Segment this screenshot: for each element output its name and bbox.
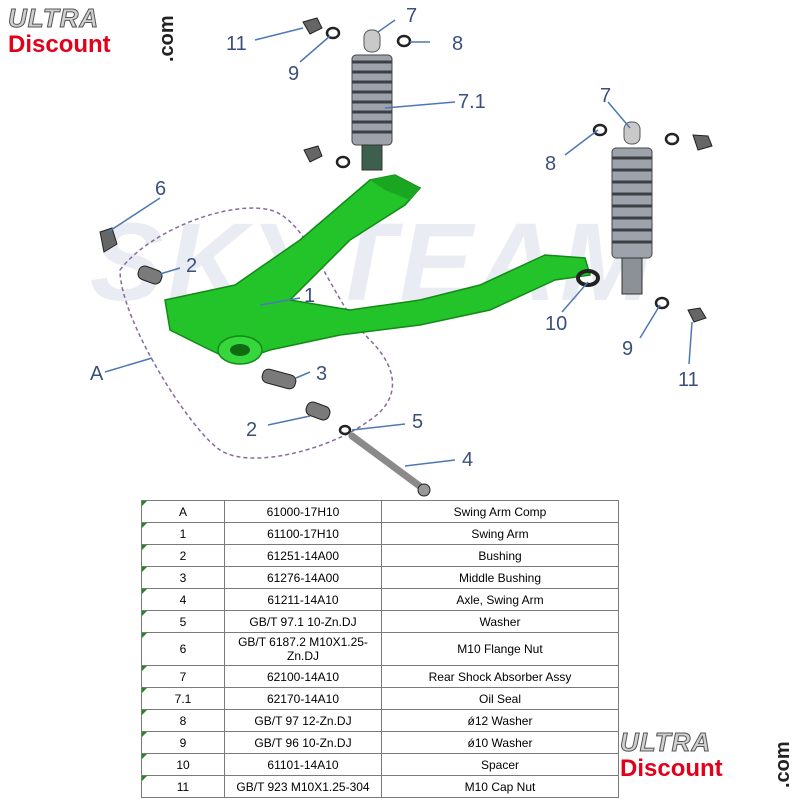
callout-9-right: 9 (622, 338, 633, 360)
ref-cell: 6 (141, 632, 225, 666)
description-cell: M10 Cap Nut (381, 775, 619, 798)
table-row: 9 GB/T 96 10-Zn.DJ ǿ10 Washer (141, 731, 619, 754)
callout-5: 5 (412, 411, 423, 433)
description-cell: Swing Arm Comp (381, 500, 619, 523)
part-number-cell: 61100-17H10 (224, 522, 382, 545)
parts-list-table: A 61000-17H10 Swing Arm Comp 1 61100-17H… (141, 500, 619, 798)
table-row: 6 GB/T 6187.2 M10X1.25-Zn.DJ M10 Flange … (141, 632, 619, 666)
ultra-discount-logo-bottom: ULTRA Discount .com (620, 727, 795, 792)
table-row: 11 GB/T 923 M10X1.25-304 M10 Cap Nut (141, 775, 619, 798)
part-number-cell: 61276-14A00 (224, 566, 382, 589)
ref-cell: 8 (141, 709, 225, 732)
description-cell: ǿ10 Washer (381, 731, 619, 754)
description-cell: Washer (381, 610, 619, 633)
part-number-cell: 62170-14A10 (224, 687, 382, 710)
callout-7-1: 7.1 (458, 91, 486, 113)
table-row: 2 61251-14A00 Bushing (141, 544, 619, 567)
description-cell: Oil Seal (381, 687, 619, 710)
description-cell: Swing Arm (381, 522, 619, 545)
callout-a: A (90, 363, 104, 385)
logo-ultra-text: ULTRA (8, 3, 100, 33)
ref-cell: 5 (141, 610, 225, 633)
table-row: A 61000-17H10 Swing Arm Comp (141, 500, 619, 523)
ref-cell: A (141, 500, 225, 523)
description-cell: Middle Bushing (381, 566, 619, 589)
part-number-cell: GB/T 923 M10X1.25-304 (224, 775, 382, 798)
table-row: 10 61101-14A10 Spacer (141, 753, 619, 776)
ref-cell: 2 (141, 544, 225, 567)
swing-arm-part (164, 174, 591, 365)
callout-11-top: 11 (226, 33, 247, 55)
swing-arm-exploded-diagram: SKYTEAM (90, 5, 713, 497)
part-number-cell: GB/T 6187.2 M10X1.25-Zn.DJ (224, 632, 382, 666)
logo-ultra-text: ULTRA (620, 727, 712, 757)
hardware-parts (99, 17, 713, 497)
part-number-cell: 61101-14A10 (224, 753, 382, 776)
ref-cell: 7 (141, 665, 225, 688)
table-row: 1 61100-17H10 Swing Arm (141, 522, 619, 545)
callout-7-right: 7 (600, 85, 611, 107)
description-cell: Spacer (381, 753, 619, 776)
description-cell: ǿ12 Washer (381, 709, 619, 732)
logo-com-text: .com (772, 741, 794, 788)
part-number-cell: 61211-14A10 (224, 588, 382, 611)
table-row: 5 GB/T 97.1 10-Zn.DJ Washer (141, 610, 619, 633)
logo-discount-text: Discount (8, 31, 111, 58)
callout-8-top: 8 (452, 33, 463, 55)
ref-cell: 7.1 (141, 687, 225, 710)
callout-7-left: 7 (406, 5, 417, 27)
description-cell: Bushing (381, 544, 619, 567)
part-number-cell: GB/T 97 12-Zn.DJ (224, 709, 382, 732)
table-row: 4 61211-14A10 Axle, Swing Arm (141, 588, 619, 611)
callout-1: 1 (304, 285, 315, 307)
part-number-cell: GB/T 96 10-Zn.DJ (224, 731, 382, 754)
callout-2-lower: 2 (246, 419, 257, 441)
description-cell: Axle, Swing Arm (381, 588, 619, 611)
callout-6: 6 (155, 178, 166, 200)
logo-discount-text: Discount (620, 755, 723, 782)
table-row: 8 GB/T 97 12-Zn.DJ ǿ12 Washer (141, 709, 619, 732)
table-row: 7.1 62170-14A10 Oil Seal (141, 687, 619, 710)
table-row: 7 62100-14A10 Rear Shock Absorber Assy (141, 665, 619, 688)
description-cell: Rear Shock Absorber Assy (381, 665, 619, 688)
ref-cell: 4 (141, 588, 225, 611)
ref-cell: 11 (141, 775, 225, 798)
shock-absorber-left (351, 29, 393, 171)
description-cell: M10 Flange Nut (381, 632, 619, 666)
callout-3: 3 (316, 363, 327, 385)
callout-4: 4 (462, 449, 473, 471)
callout-9-top: 9 (288, 63, 299, 85)
callout-2-upper: 2 (186, 255, 197, 277)
ref-cell: 9 (141, 731, 225, 754)
table-row: 3 61276-14A00 Middle Bushing (141, 566, 619, 589)
part-number-cell: 61000-17H10 (224, 500, 382, 523)
callout-11-right: 11 (678, 369, 699, 391)
part-number-cell: 62100-14A10 (224, 665, 382, 688)
ref-cell: 10 (141, 753, 225, 776)
shock-absorber-right (611, 121, 653, 295)
callout-10: 10 (545, 313, 567, 335)
part-number-cell: 61251-14A00 (224, 544, 382, 567)
ref-cell: 1 (141, 522, 225, 545)
ref-cell: 3 (141, 566, 225, 589)
callout-8-right: 8 (545, 153, 556, 175)
part-number-cell: GB/T 97.1 10-Zn.DJ (224, 610, 382, 633)
ultra-discount-logo-top: ULTRA Discount .com (8, 3, 179, 66)
